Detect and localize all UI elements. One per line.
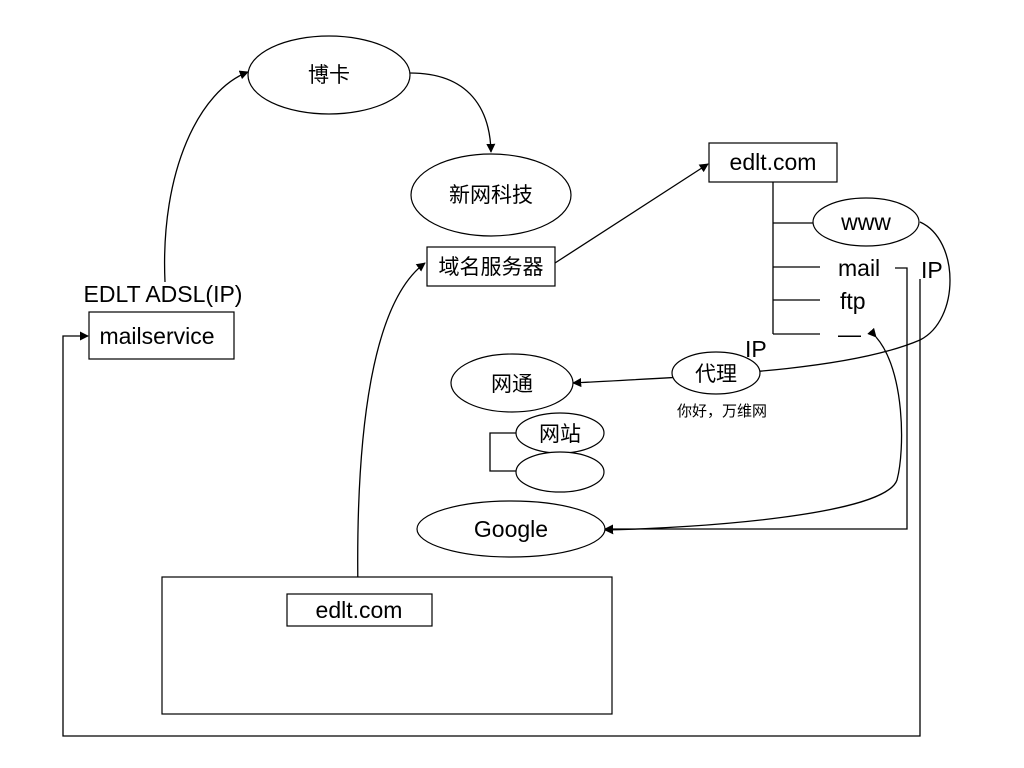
domain-server-label: 域名服务器: [439, 255, 544, 279]
xinwang-node: [410, 153, 572, 237]
edlt-com-top-label: edlt.com: [730, 149, 817, 175]
google-node: [416, 500, 606, 558]
proxy-node: [671, 351, 761, 395]
website-blank-node: [515, 451, 605, 493]
ip-center-label: IP: [745, 336, 767, 362]
edlt-adsl-label: EDLT ADSL(IP): [84, 281, 243, 307]
mailservice-box: [88, 311, 235, 360]
xinwang-label: 新网科技: [449, 183, 533, 207]
mailservice-label: mailservice: [99, 323, 214, 349]
website-bracket: [489, 432, 516, 472]
arrow-edlt-adsl-to-boka: [163, 70, 249, 283]
domain-server-box: [426, 246, 556, 287]
proxy-caption: 你好，万维网: [677, 402, 767, 420]
arrow-loop-to-mailservice: [62, 279, 921, 737]
boka-label: 博卡: [308, 63, 350, 87]
arrow-boka-to-xinwang: [409, 72, 496, 153]
mail-label: mail: [838, 255, 880, 281]
boka-node: [247, 35, 411, 115]
edlt-com-bottom-box: [286, 593, 433, 627]
dash-label: —: [838, 321, 861, 347]
arrow-domain-server-to-edlt: [554, 163, 709, 264]
wangtong-node: [450, 353, 574, 413]
tree-connector: [772, 182, 820, 335]
ip-right-label: IP: [921, 257, 943, 283]
www-label: www: [840, 209, 891, 235]
edlt-com-top-box: [708, 142, 838, 183]
arrow-bottom-edlt-to-domain-server: [357, 262, 426, 595]
wangtong-label: 网通: [491, 372, 533, 396]
proxy-label: 代理: [695, 362, 737, 386]
edlt-com-bottom-label: edlt.com: [316, 597, 403, 623]
ftp-label: ftp: [840, 288, 866, 314]
arrow-dash-to-google: [604, 327, 903, 535]
website-label: 网站: [539, 422, 581, 446]
www-node: [812, 197, 920, 247]
google-label: Google: [474, 516, 548, 542]
